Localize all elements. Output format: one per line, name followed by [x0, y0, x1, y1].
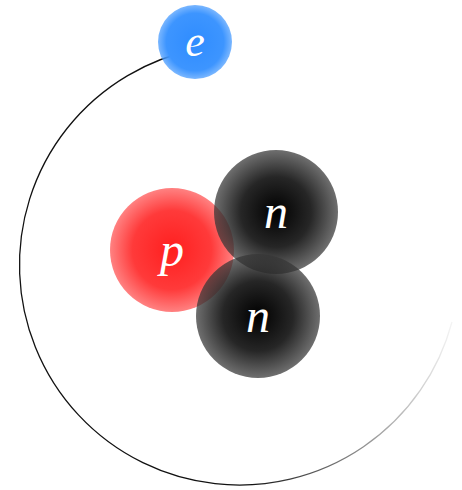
neutron-symbol: n: [246, 292, 270, 340]
neutron-symbol: n: [264, 188, 288, 236]
neutron-circle: n: [214, 150, 338, 274]
orbit-path: [19, 49, 452, 485]
electron-symbol: e: [185, 20, 205, 64]
neutron-circle: n: [196, 254, 320, 378]
electron-circle: e: [158, 5, 232, 79]
proton-symbol: p: [160, 226, 184, 274]
